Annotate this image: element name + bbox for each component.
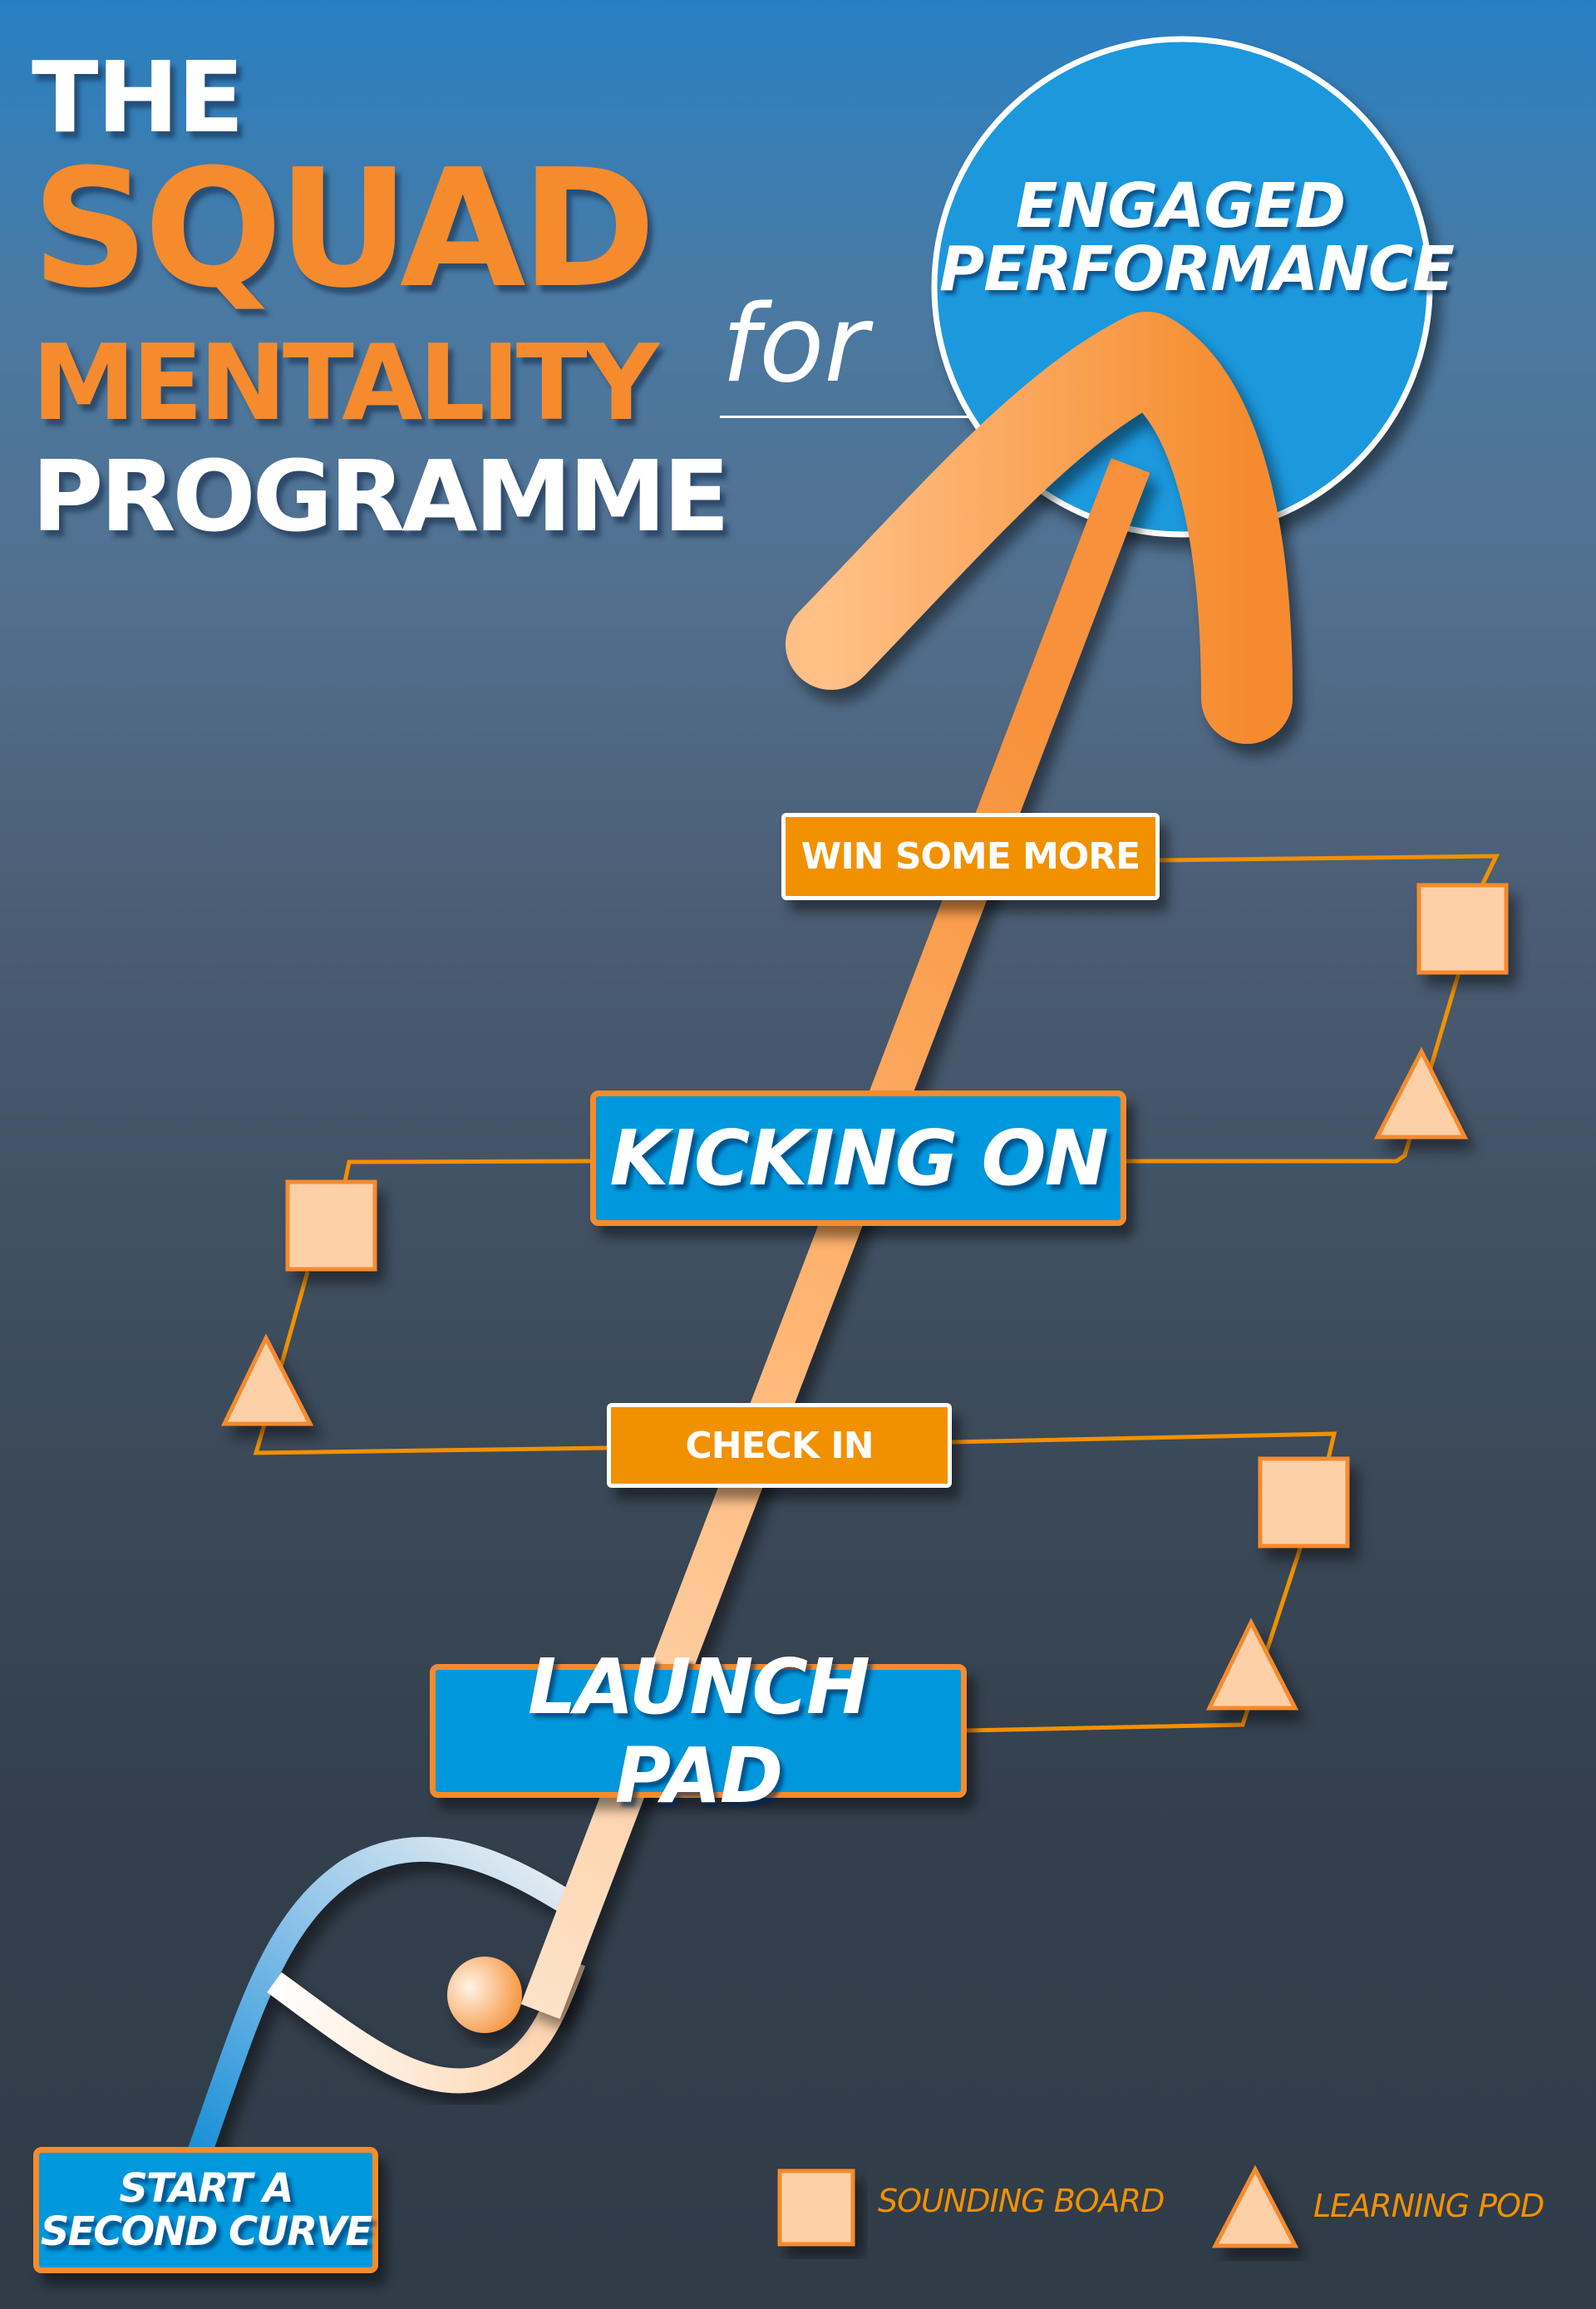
loop-low-right <box>951 1431 1337 1460</box>
triangle-icon <box>1206 1617 1299 1711</box>
goal-line-2: PERFORMANCE <box>939 234 1455 305</box>
title-programme: PROGRAMME <box>32 439 730 554</box>
stage-win-some-more: WIN SOME MORE <box>781 813 1160 900</box>
square-icon <box>285 1179 377 1272</box>
triangle-icon <box>1373 1046 1469 1140</box>
second-curve-ball <box>447 1957 522 2033</box>
loop-top-right <box>1159 854 1500 887</box>
loop-mid-left-lower <box>253 1271 608 1455</box>
loop-low-right-lower <box>966 1545 1303 1733</box>
stage-label: CHECK IN <box>685 1424 874 1467</box>
arrowhead <box>786 312 1293 744</box>
second-curve-loop <box>267 1957 586 2094</box>
stage-label: LAUNCH PAD <box>528 1642 870 1820</box>
goal-line-1: ENGAGED <box>1015 170 1346 242</box>
loop-top-right-lower <box>1126 972 1461 1164</box>
stage-label: WIN SOME MORE <box>800 835 1140 878</box>
stage-check-in: CHECK IN <box>607 1403 952 1488</box>
title-mentality: MENTALITY <box>32 322 659 444</box>
connector-word: for <box>722 283 868 406</box>
connector-lines <box>253 854 1500 1733</box>
learning-pods <box>221 1046 1469 1711</box>
stage-kicking-on: KICKING ON <box>590 1090 1126 1226</box>
goal-label: ENGAGED PERFORMANCE <box>939 170 1455 305</box>
stage-label-line-2: SECOND CURVE <box>40 2208 372 2255</box>
legend-square-icon <box>777 2169 855 2247</box>
stage-launch-pad: LAUNCH PAD <box>430 1642 967 1820</box>
legend-sounding-board: SOUNDING BOARD <box>878 2183 1165 2219</box>
sounding-boards <box>285 883 1509 1548</box>
title-squad: SQUAD <box>32 135 656 324</box>
stage-label-line-1: START A <box>119 2165 293 2212</box>
square-icon <box>1258 1456 1350 1548</box>
title-the: THE <box>32 40 244 155</box>
stage-label: KICKING ON <box>609 1114 1108 1203</box>
stage-start-second-curve: START A SECOND CURVE <box>33 2147 378 2273</box>
triangle-icon <box>221 1333 314 1426</box>
legend-learning-pod: LEARNING POD <box>1313 2188 1544 2224</box>
loop-mid-left <box>338 1159 591 1202</box>
second-curve-blue <box>187 1836 589 2157</box>
square-icon <box>1416 883 1509 975</box>
connector-underline <box>720 416 969 418</box>
legend-triangle-icon <box>1211 2164 1299 2248</box>
